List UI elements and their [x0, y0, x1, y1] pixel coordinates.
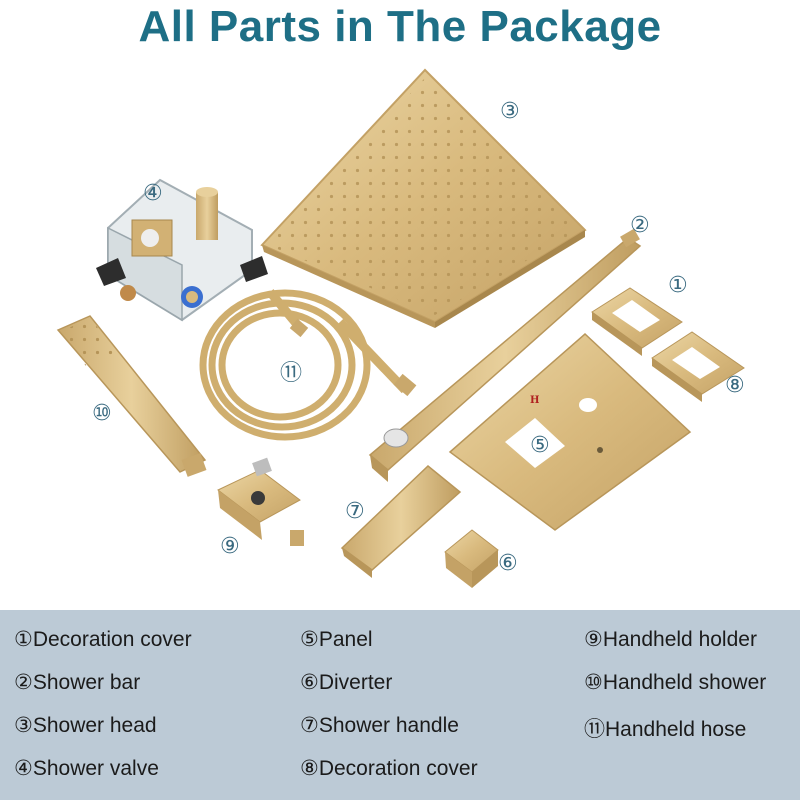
legend-item-shower-handle: ⑦Shower handle	[300, 714, 459, 737]
handheld-shower-image	[56, 315, 207, 477]
callout-10: ⑩	[92, 401, 112, 426]
legend-item-handheld-holder: ⑨Handheld holder	[584, 628, 757, 651]
callout-2: ②	[630, 213, 650, 238]
legend-item-panel: ⑤Panel	[300, 628, 373, 651]
parts-legend: ①Decoration cover ②Shower bar ③Shower he…	[0, 610, 800, 800]
decoration-cover-8-image	[651, 331, 745, 402]
callout-4: ④	[143, 181, 163, 206]
callout-6: ⑥	[498, 551, 518, 576]
panel-image: H	[448, 332, 692, 531]
handheld-hose-image	[199, 289, 409, 441]
legend-item-handheld-hose: ⑪Handheld hose	[584, 718, 747, 741]
shower-handle-image	[340, 465, 462, 578]
callout-8: ⑧	[725, 373, 745, 398]
legend-item-decoration-cover-1: ①Decoration cover	[14, 628, 192, 651]
legend-item-decoration-cover-8: ⑧Decoration cover	[300, 757, 478, 780]
callout-5: ⑤	[530, 433, 550, 458]
legend-item-shower-valve: ④Shower valve	[14, 757, 159, 780]
callout-7: ⑦	[345, 499, 365, 524]
legend-item-shower-head: ③Shower head	[14, 714, 157, 737]
legend-item-handheld-shower: ⑩Handheld shower	[584, 671, 767, 694]
page-title: All Parts in The Package	[138, 2, 662, 51]
callout-11: ⑪	[280, 361, 302, 386]
legend-item-diverter: ⑥Diverter	[300, 671, 393, 694]
decoration-cover-1-image	[591, 287, 683, 356]
shower-bar-image	[368, 228, 642, 482]
callout-9: ⑨	[220, 534, 240, 559]
shower-valve-image	[96, 178, 268, 322]
diverter-image	[444, 529, 499, 588]
callout-3: ③	[500, 99, 520, 124]
shower-head-image	[260, 68, 587, 328]
panel-hot-mark: H	[530, 395, 539, 406]
product-illustration: H ③ ② ① ⑧ ⑤ ⑥ ⑦ ⑨ ⑩ ⑪ ④	[56, 68, 745, 588]
legend-item-shower-bar: ②Shower bar	[14, 671, 141, 694]
callout-1: ①	[668, 273, 688, 298]
handheld-holder-image	[217, 457, 304, 546]
